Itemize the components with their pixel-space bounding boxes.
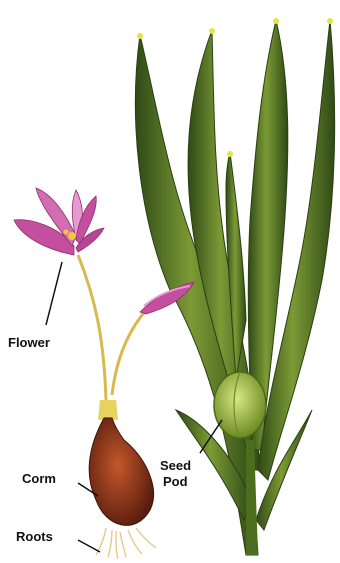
roots (96, 528, 156, 559)
flower-stem (78, 255, 106, 400)
corm-neck (98, 400, 118, 420)
seed-pod (214, 372, 266, 438)
label-corm: Corm (22, 471, 56, 486)
label-seed-pod-line1: Seed (160, 458, 191, 473)
leaf-tip (327, 18, 333, 24)
root (116, 531, 118, 559)
label-roots: Roots (16, 529, 53, 544)
roots-leader-line (78, 540, 100, 552)
label-flower: Flower (8, 335, 50, 350)
flower-stem (112, 308, 148, 395)
corm (89, 418, 153, 525)
root (108, 530, 112, 557)
leaf-tip (137, 33, 143, 39)
root (136, 528, 156, 548)
label-seed-pod-line2: Pod (163, 474, 188, 489)
flower-leader-line (46, 262, 62, 325)
leaf-tip (227, 151, 233, 157)
flower-stems (78, 255, 148, 400)
leaf-tip (209, 28, 215, 34)
stamen (64, 230, 69, 235)
stamen (68, 232, 76, 240)
flower-open (14, 188, 104, 255)
root (120, 532, 126, 557)
leaf-tip (273, 18, 279, 24)
